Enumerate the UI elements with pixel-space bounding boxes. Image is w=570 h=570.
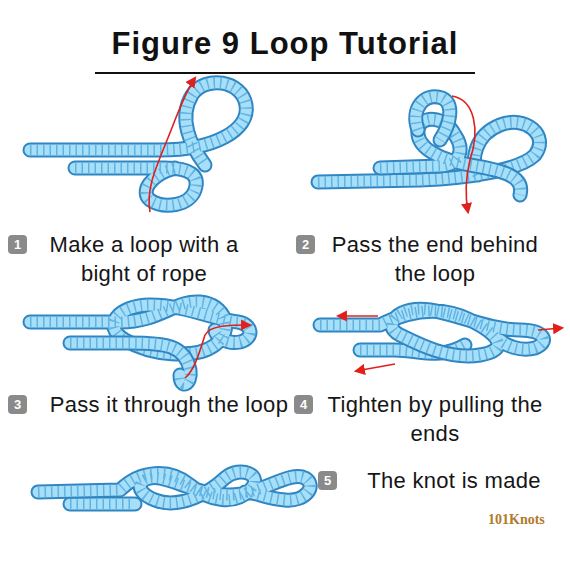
rope-braid <box>38 472 310 503</box>
rope-fill <box>30 83 246 165</box>
rope-braid <box>416 97 450 140</box>
rope-braid <box>30 83 246 165</box>
direction-arrow <box>149 78 195 212</box>
rope-outline <box>70 343 190 384</box>
direction-arrow <box>185 325 250 378</box>
step2-rope <box>318 96 540 212</box>
rope-braid <box>320 309 543 356</box>
step5-rope <box>38 472 310 504</box>
rope-braid <box>75 168 196 205</box>
direction-arrow <box>538 328 562 330</box>
callout-number: 1 <box>8 235 27 254</box>
step-callout: 2 Pass the end behind the loop <box>296 230 549 288</box>
rope-outline <box>30 83 246 165</box>
direction-arrow <box>452 96 475 212</box>
step4-rope <box>320 309 562 371</box>
step-callout: 1 Make a loop with a bight of rope <box>8 230 255 288</box>
step-caption: Pass it through the loop <box>33 390 305 419</box>
callout-number: 2 <box>296 235 315 254</box>
direction-arrow <box>356 364 395 371</box>
rope-fill <box>70 343 190 384</box>
watermark: 101Knots <box>488 512 545 528</box>
step-callout: 4 Tighten by pulling the ends <box>294 390 551 448</box>
rope-fill <box>38 472 310 503</box>
rope-outline <box>75 168 196 205</box>
callout-number: 5 <box>318 471 337 490</box>
rope-braid <box>70 343 190 384</box>
step1-rope <box>30 78 246 212</box>
step-caption: Pass the end behind the loop <box>321 230 549 288</box>
direction-arrow <box>338 315 378 317</box>
main-title: Figure 9 Loop Tutorial <box>0 26 570 62</box>
step3-rope <box>30 302 250 384</box>
rope-outline <box>38 472 310 503</box>
rope-outline <box>416 97 450 140</box>
rope-outline <box>320 309 543 356</box>
step-caption: Tighten by pulling the ends <box>319 390 551 448</box>
step-callout: 5 The knot is made <box>318 466 565 495</box>
step-caption: Make a loop with a bight of rope <box>33 230 255 288</box>
rope-fill <box>416 97 450 140</box>
rope-braid <box>70 499 135 510</box>
callout-number: 4 <box>294 395 313 414</box>
step-callout: 3 Pass it through the loop <box>8 390 305 419</box>
rope-fill <box>70 499 135 510</box>
step-caption: The knot is made <box>343 466 565 495</box>
rope-fill <box>320 309 543 356</box>
rope-outline <box>70 497 135 512</box>
title-underline <box>95 72 475 74</box>
rope-fill <box>75 168 196 205</box>
callout-number: 3 <box>8 395 27 414</box>
